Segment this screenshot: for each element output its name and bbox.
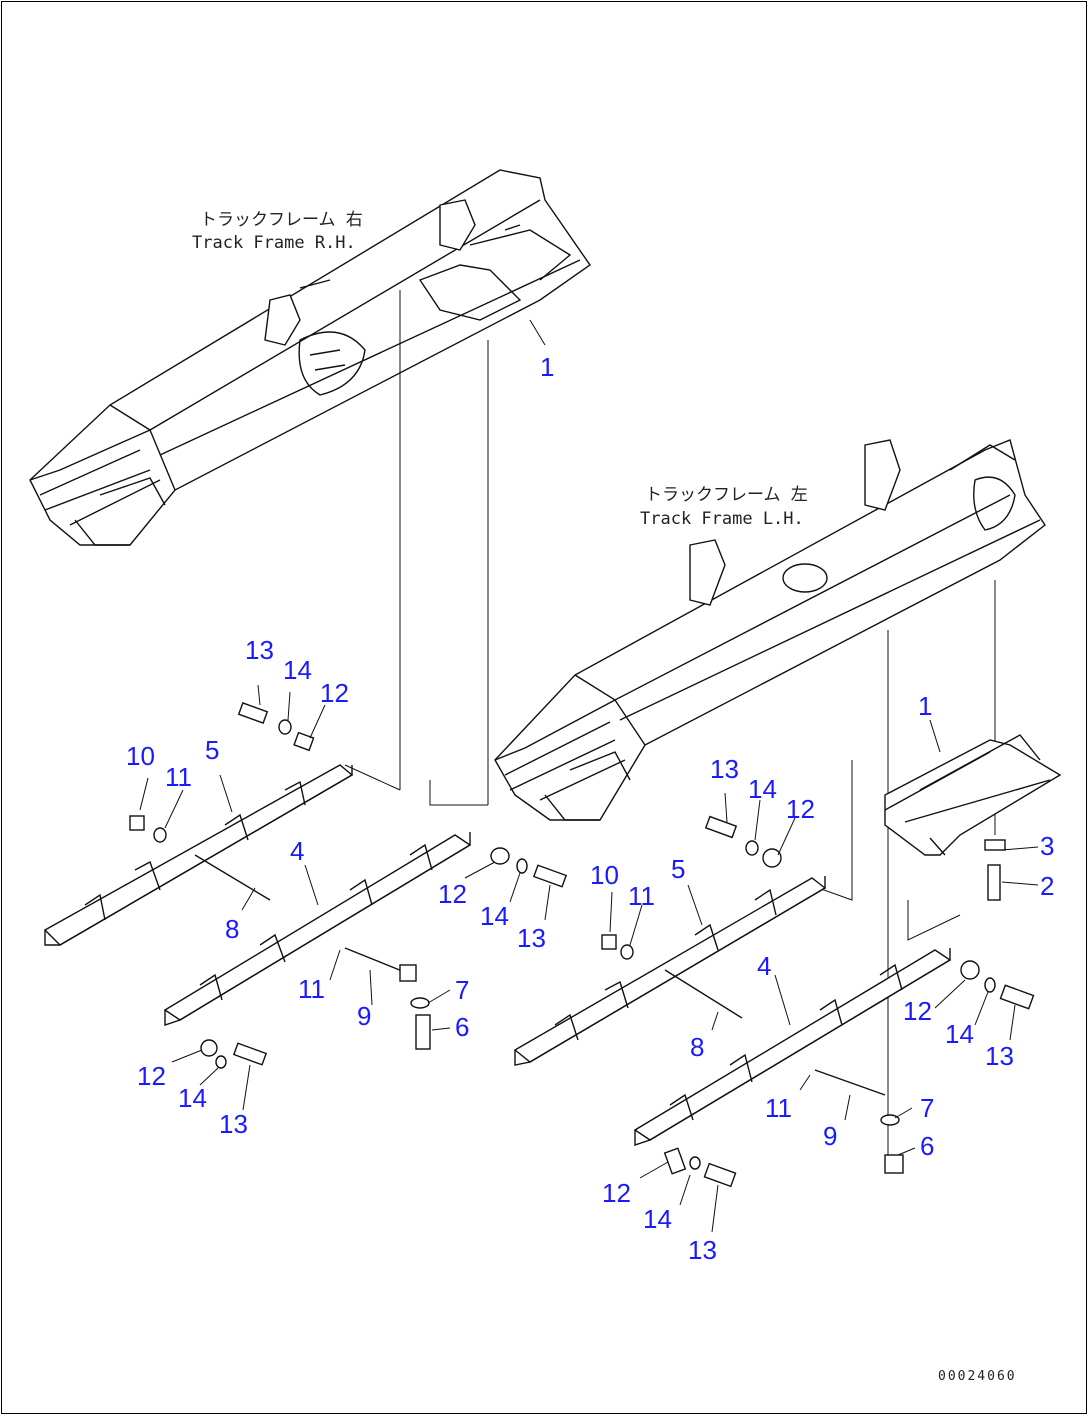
- callout-14: 14: [283, 655, 312, 685]
- callout-13: 13: [245, 635, 274, 665]
- callout-10: 10: [590, 860, 619, 890]
- callout-11: 11: [298, 974, 325, 1004]
- callout-9: 9: [357, 1001, 371, 1031]
- callout-3: 3: [1040, 831, 1054, 861]
- guard-5-rh: [43, 764, 354, 946]
- track-frame-rh: [29, 169, 591, 546]
- track-frame-rh-label-en: Track Frame R.H.: [192, 233, 356, 253]
- guard-5-lh: [513, 876, 827, 1066]
- callout-11: 11: [765, 1093, 792, 1123]
- drawing-code: 00024060: [938, 1369, 1017, 1384]
- bracket-1-lh: [884, 734, 1062, 856]
- callout-12: 12: [320, 678, 349, 708]
- track-frame-lh-label: トラックフレーム 左 Track Frame L.H.: [640, 485, 808, 529]
- track-frame-rh-label: トラックフレーム 右 Track Frame R.H.: [192, 210, 363, 253]
- callout-numbers: 1 13 14 12 10 11 5 4 8 12 14 13 11 9 7 6…: [126, 352, 1054, 1265]
- fasteners-lh: [601, 815, 1035, 1188]
- callout-14: 14: [643, 1204, 672, 1234]
- callout-4: 4: [290, 836, 304, 866]
- guide-line: [429, 780, 488, 806]
- callout-12: 12: [903, 996, 932, 1026]
- callout-9: 9: [823, 1121, 837, 1151]
- callout-13: 13: [688, 1235, 717, 1265]
- callout-14: 14: [178, 1083, 207, 1113]
- callout-11: 11: [165, 762, 192, 792]
- callout-13: 13: [219, 1109, 248, 1139]
- callout-7: 7: [920, 1093, 934, 1123]
- guard-4-lh: [633, 948, 952, 1146]
- callout-2: 2: [1040, 871, 1054, 901]
- callout-11: 11: [628, 881, 655, 911]
- guide-line: [907, 900, 961, 941]
- callout-1: 1: [540, 352, 554, 382]
- callout-14: 14: [480, 901, 509, 931]
- callout-8: 8: [690, 1032, 704, 1062]
- callout-1: 1: [918, 691, 932, 721]
- callout-6: 6: [920, 1131, 934, 1161]
- callout-5: 5: [205, 735, 219, 765]
- fasteners-rh: [129, 702, 568, 1069]
- track-frame-lh: [494, 439, 1046, 821]
- callout-7: 7: [455, 975, 469, 1005]
- guide-line: [809, 760, 853, 901]
- callout-14: 14: [748, 774, 777, 804]
- leader-line: [529, 319, 546, 346]
- track-frame-lh-label-en: Track Frame L.H.: [640, 509, 804, 529]
- callout-12: 12: [438, 879, 467, 909]
- track-frame-lh-label-jp: トラックフレーム 左: [645, 485, 808, 505]
- callout-5: 5: [671, 854, 685, 884]
- callout-4: 4: [757, 951, 771, 981]
- callout-6: 6: [455, 1012, 469, 1042]
- guard-4-rh: [163, 832, 472, 1026]
- track-frame-rh-label-jp: トラックフレーム 右: [200, 210, 363, 230]
- callout-12: 12: [786, 794, 815, 824]
- callout-10: 10: [126, 741, 155, 771]
- callout-12: 12: [137, 1061, 166, 1091]
- leader-ticks: [139, 684, 1039, 1233]
- callout-8: 8: [225, 914, 239, 944]
- callout-13: 13: [710, 754, 739, 784]
- callout-14: 14: [945, 1019, 974, 1049]
- callout-13: 13: [517, 923, 546, 953]
- callout-12: 12: [602, 1178, 631, 1208]
- guide-line: [344, 764, 401, 791]
- callout-13: 13: [985, 1041, 1014, 1071]
